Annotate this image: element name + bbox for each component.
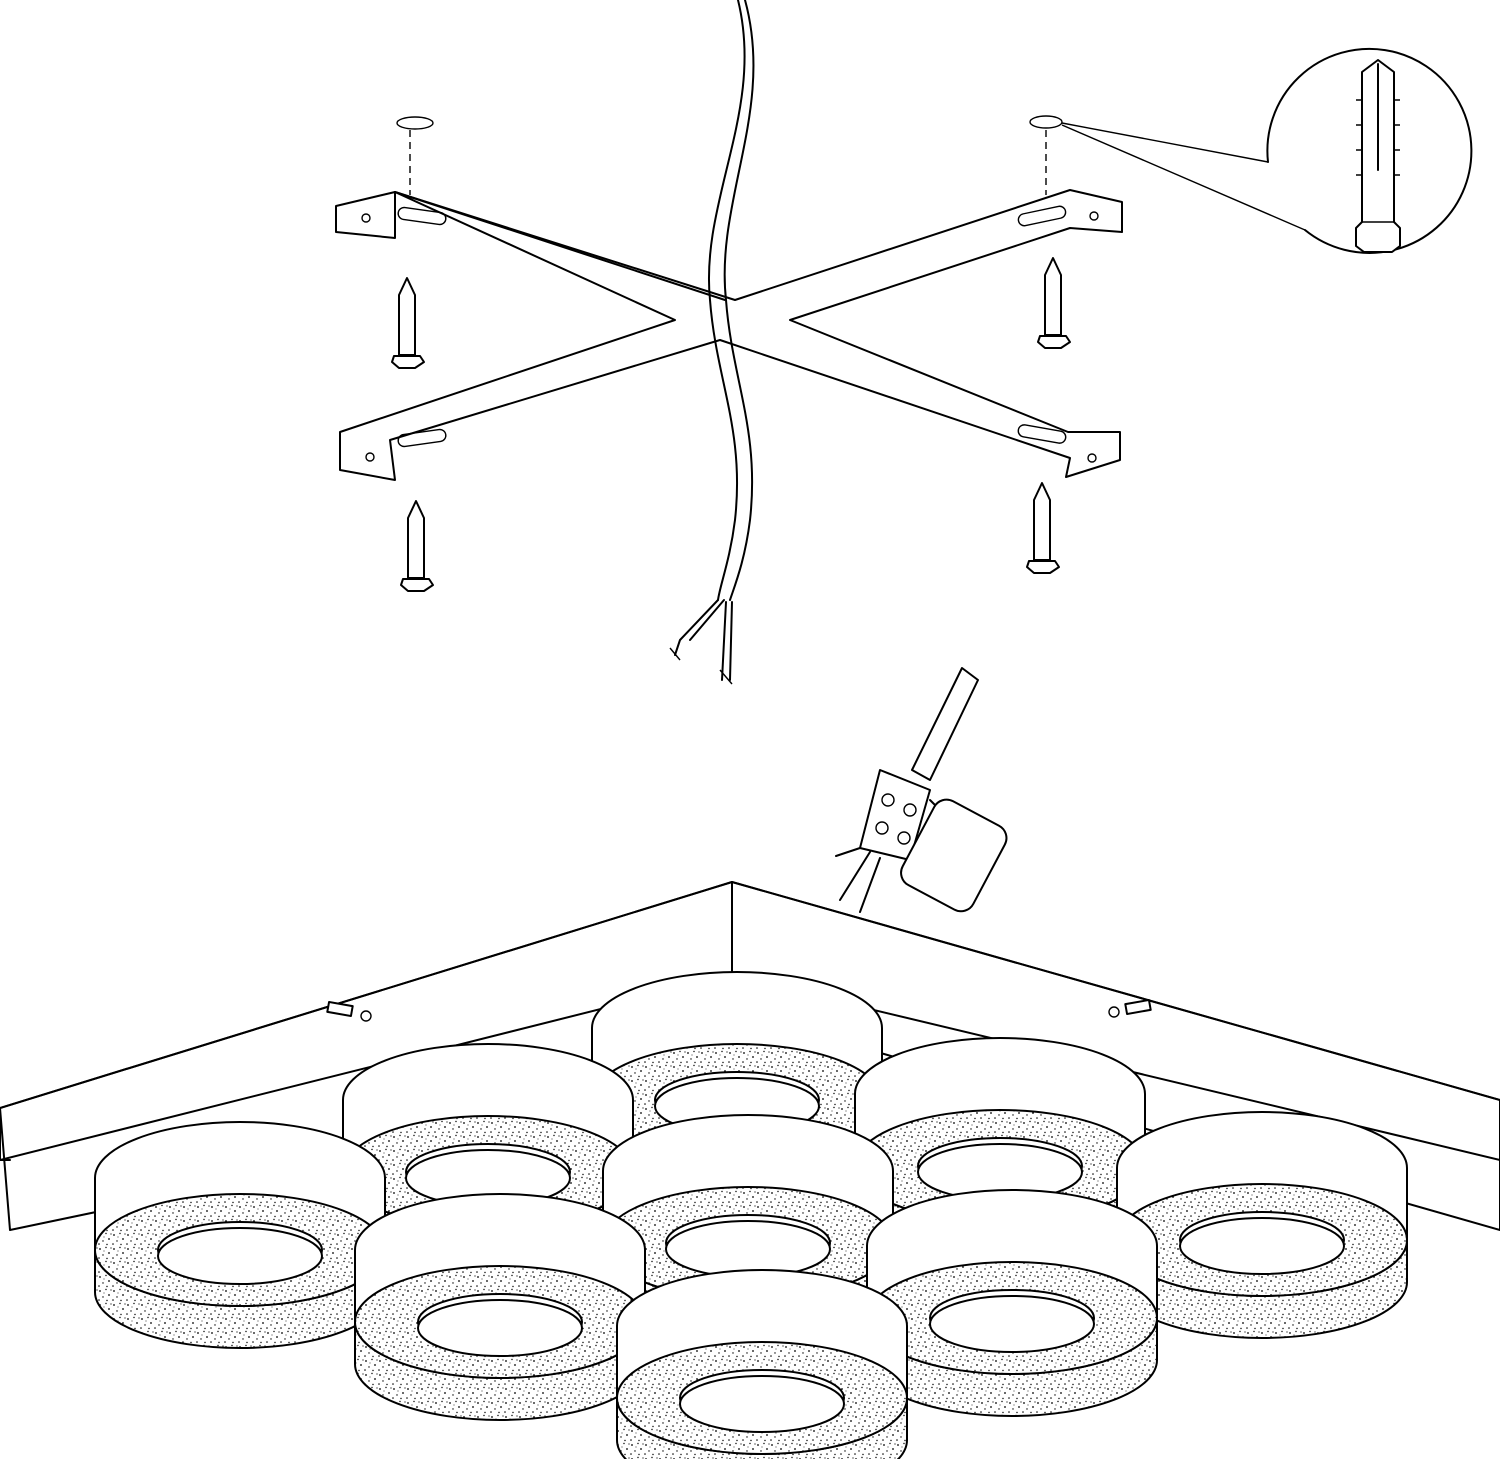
side-screw-left: [326, 1000, 372, 1022]
ring-light: [1115, 1111, 1409, 1339]
bracket-slot-top-left: [397, 206, 447, 226]
terminal-block: [835, 667, 1008, 913]
screw-bottom-right: [1026, 482, 1060, 574]
drill-hole-right: [1029, 115, 1063, 195]
side-screw-right: [1108, 998, 1152, 1018]
ring-lights: [93, 971, 1409, 1459]
bracket-slot-bottom-right: [1017, 424, 1067, 444]
ring-light: [353, 1193, 647, 1421]
ring-light: [865, 1189, 1159, 1417]
bracket-slot-bottom-left: [397, 428, 447, 448]
drill-hole-left: [396, 116, 434, 195]
mounting-bracket: [335, 189, 1123, 481]
screw-top-right: [1037, 257, 1071, 349]
power-cable: [669, 0, 755, 685]
wall-plug-icon: [1355, 59, 1401, 253]
screw-top-left: [391, 277, 425, 369]
wall-plug-callout: [1061, 47, 1473, 254]
screw-bottom-left: [400, 500, 434, 592]
ring-light: [93, 1121, 387, 1349]
driver-box: [900, 798, 1008, 913]
bracket-slot-top-right: [1017, 205, 1067, 227]
ring-light: [615, 1269, 909, 1459]
